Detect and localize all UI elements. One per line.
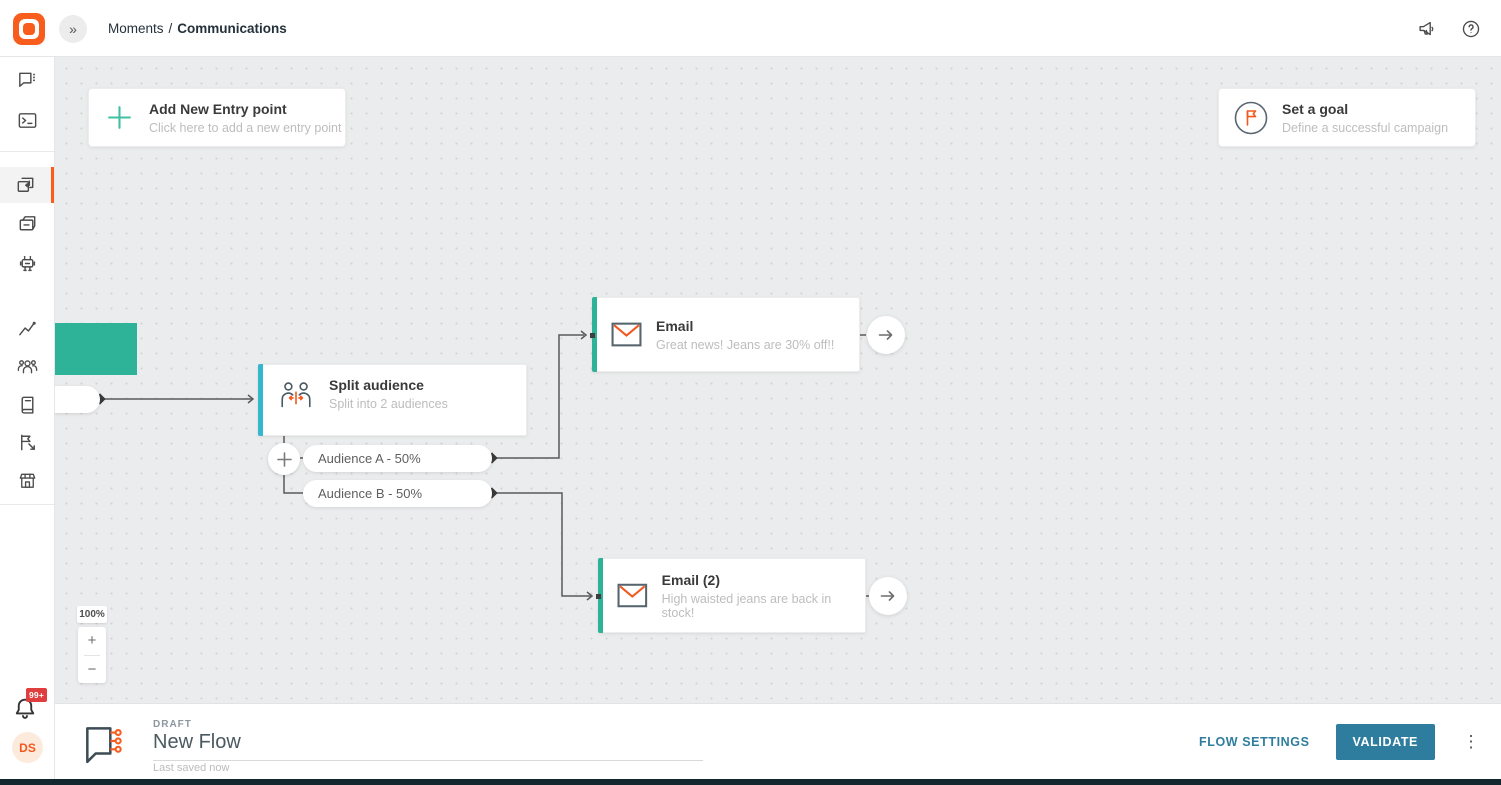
email-2-node-subtitle: High waisted jeans are back in stock! <box>661 591 832 620</box>
split-audience-icon <box>281 382 311 408</box>
flow-bubble-icon <box>86 727 122 764</box>
sidebar-item-exchange[interactable] <box>0 424 54 460</box>
announcements-icon[interactable] <box>1415 17 1439 41</box>
breadcrumb: Moments / Communications <box>108 0 287 57</box>
add-branch-button[interactable] <box>268 443 300 475</box>
zoom-out-button[interactable]: − <box>87 660 97 678</box>
email-node-title: Email <box>656 317 694 334</box>
connector-port <box>590 333 595 338</box>
email-2-node-next-step-button[interactable] <box>869 577 907 615</box>
notification-badge: 99+ <box>26 688 48 702</box>
last-saved-text: Last saved now <box>153 762 230 774</box>
moments-flows-icon <box>17 177 34 192</box>
user-avatar[interactable]: DS <box>12 732 43 763</box>
storefront-icon <box>19 473 35 488</box>
zoom-in-button[interactable]: + <box>87 632 97 650</box>
plus-icon <box>276 451 292 467</box>
email-icon <box>617 583 648 608</box>
flow-canvas[interactable]: Add New Entry point Click here to add a … <box>55 57 1501 703</box>
goal-card-title: Set a goal <box>1282 100 1349 117</box>
goal-card-subtitle: Define a successful campaign <box>1282 120 1449 135</box>
flow-settings-button[interactable]: FLOW SETTINGS <box>1198 735 1310 749</box>
line-chart-icon <box>18 321 36 335</box>
plus-icon <box>108 106 131 129</box>
email-node[interactable]: Email Great news! Jeans are 30% off!! <box>592 297 860 372</box>
sidebar-item-analytics[interactable] <box>0 310 54 346</box>
flag-cursor-icon <box>20 434 35 450</box>
branch-audience-a[interactable]: Audience A - 50% <box>303 445 492 472</box>
offscreen-node-fragment[interactable] <box>55 323 137 375</box>
zoom-divider <box>84 654 100 656</box>
split-node-title: Split audience <box>329 377 424 393</box>
offscreen-branch-pill[interactable] <box>55 386 100 413</box>
status-badge: DRAFT <box>153 719 192 730</box>
sidebar-item-shop[interactable] <box>0 462 54 498</box>
branch-audience-b[interactable]: Audience B - 50% <box>303 480 492 507</box>
sidebar-item-api-terminal[interactable] <box>0 102 54 138</box>
validate-button[interactable]: VALIDATE <box>1335 724 1435 760</box>
bottom-edge-strip <box>0 779 1501 785</box>
flow-name-input[interactable]: New Flow <box>153 731 703 761</box>
set-goal-card[interactable]: Set a goal Define a successful campaign <box>1218 88 1476 147</box>
sidebar-item-broadcast[interactable] <box>0 205 54 241</box>
top-bar: » Moments / Communications <box>0 0 1501 57</box>
people-icon <box>17 359 37 373</box>
breadcrumb-section[interactable]: Moments <box>108 21 164 36</box>
email-2-node[interactable]: Email (2) High waisted jeans are back in… <box>598 558 866 633</box>
node-accent-bar <box>258 364 263 436</box>
sidebar-item-chatbot[interactable] <box>0 245 54 281</box>
email-2-node-title: Email (2) <box>661 571 721 588</box>
more-options-button[interactable]: ⋮ <box>1462 732 1480 751</box>
infobip-logo-icon[interactable] <box>13 13 45 45</box>
sidebar-item-moments[interactable] <box>0 167 54 203</box>
sidebar-item-conversations[interactable] <box>0 62 54 98</box>
book-icon <box>21 396 33 414</box>
robot-icon <box>19 255 35 271</box>
notifications-bell[interactable]: 99+ <box>10 688 48 730</box>
email-icon <box>611 322 642 347</box>
sidebar-item-catalog[interactable] <box>0 386 54 422</box>
add-entry-point-card[interactable]: Add New Entry point Click here to add a … <box>88 88 346 147</box>
sidebar-divider <box>0 504 54 505</box>
left-sidebar: 99+ DS <box>0 57 55 785</box>
archive-box-icon <box>19 215 35 230</box>
split-audience-node[interactable]: Split audience Split into 2 audiences <box>258 364 527 436</box>
sidebar-item-audiences[interactable] <box>0 348 54 384</box>
collapse-sidebar-button[interactable]: » <box>59 15 87 43</box>
arrow-right-icon <box>880 591 895 601</box>
split-node-subtitle: Split into 2 audiences <box>329 397 448 411</box>
chat-dots-icon <box>18 72 35 87</box>
arrow-right-icon <box>878 330 893 340</box>
branch-a-label: Audience A - 50% <box>318 451 421 466</box>
branch-b-label: Audience B - 50% <box>318 486 423 501</box>
breadcrumb-current: Communications <box>177 21 287 36</box>
zoom-level-indicator: 100% <box>77 606 107 623</box>
entry-card-title: Add New Entry point <box>149 100 287 117</box>
terminal-icon <box>18 112 36 128</box>
goal-flag-icon <box>1234 101 1268 134</box>
entry-card-subtitle: Click here to add a new entry point <box>149 120 342 135</box>
help-icon[interactable] <box>1459 17 1483 41</box>
email-node-subtitle: Great news! Jeans are 30% off!! <box>656 337 835 352</box>
sidebar-divider <box>0 151 54 152</box>
breadcrumb-separator: / <box>168 21 173 36</box>
connector-port <box>596 594 601 599</box>
flow-footer-bar: DRAFT New Flow Last saved now FLOW SETTI… <box>55 703 1501 779</box>
zoom-controls: + − <box>78 627 106 683</box>
email-node-next-step-button[interactable] <box>867 316 905 354</box>
